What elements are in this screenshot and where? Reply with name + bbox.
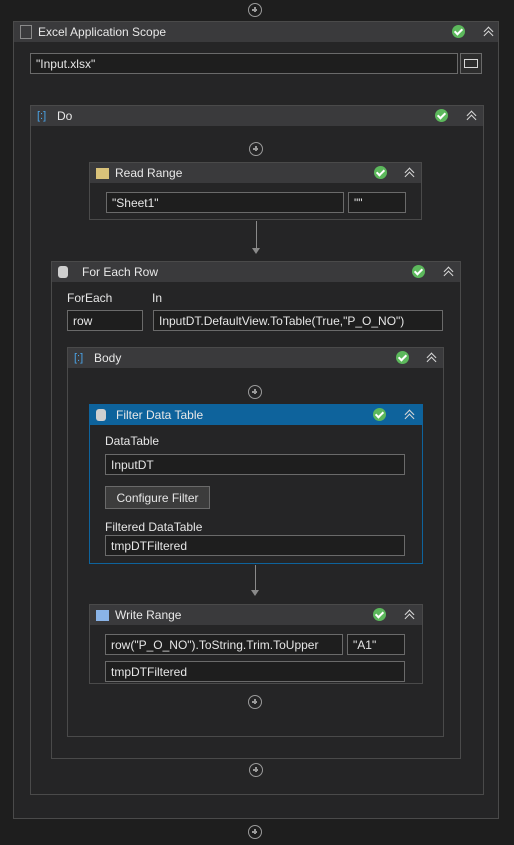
- sequence-icon: [:]: [74, 352, 84, 364]
- do-title: Do: [57, 109, 73, 123]
- validation-ok-icon: [435, 109, 448, 122]
- configure-filter-button[interactable]: Configure Filter: [105, 486, 210, 509]
- sequence-icon: [:]: [37, 110, 47, 122]
- collapse-icon[interactable]: [403, 608, 417, 622]
- browse-folder-button[interactable]: [460, 53, 482, 74]
- foreach-variable-input[interactable]: row: [67, 310, 143, 331]
- connector-line: [255, 565, 256, 590]
- range-input[interactable]: "": [348, 192, 406, 213]
- validation-ok-icon: [374, 166, 387, 179]
- do-sequence[interactable]: [:] Do Read Range "Sheet1" "" For Each R…: [30, 105, 484, 795]
- write-range-title: Write Range: [115, 608, 182, 622]
- filter-data-table-title: Filter Data Table: [116, 408, 204, 422]
- database-icon: [58, 266, 68, 278]
- read-range-activity[interactable]: Read Range "Sheet1" "": [89, 162, 422, 220]
- validation-ok-icon: [373, 408, 386, 421]
- read-range-title: Read Range: [115, 166, 183, 180]
- add-activity-icon[interactable]: [249, 142, 263, 156]
- collapse-icon[interactable]: [425, 351, 439, 365]
- excel-scope-title: Excel Application Scope: [38, 25, 167, 39]
- for-each-row-activity[interactable]: For Each Row ForEach In row InputDT.Defa…: [51, 261, 461, 759]
- body-sequence[interactable]: [:] Body Filter Data Table DataTable I: [67, 347, 444, 737]
- collapse-icon[interactable]: [403, 166, 417, 180]
- collapse-icon[interactable]: [442, 265, 456, 279]
- body-title: Body: [94, 351, 122, 365]
- collapse-icon[interactable]: [482, 25, 496, 39]
- excel-icon: [20, 25, 32, 39]
- datatable-input[interactable]: InputDT: [105, 454, 405, 475]
- write-range-header[interactable]: Write Range: [90, 605, 422, 625]
- foreach-label: ForEach: [67, 291, 113, 305]
- connector-arrow-icon: [251, 590, 259, 596]
- validation-ok-icon: [373, 608, 386, 621]
- add-activity-icon[interactable]: [249, 763, 263, 777]
- for-each-row-title: For Each Row: [82, 265, 159, 279]
- read-range-header[interactable]: Read Range: [90, 163, 421, 183]
- datatable-label: DataTable: [105, 434, 160, 448]
- excel-application-scope[interactable]: Excel Application Scope "Input.xlsx" [:]…: [13, 21, 499, 819]
- workbook-path-input[interactable]: "Input.xlsx": [30, 53, 458, 74]
- do-header[interactable]: [:] Do: [31, 106, 483, 126]
- sheet-name-input[interactable]: "Sheet1": [106, 192, 344, 213]
- filtered-datatable-input[interactable]: tmpDTFiltered: [105, 535, 405, 556]
- filter-data-table-header[interactable]: Filter Data Table: [90, 405, 422, 425]
- for-each-row-header[interactable]: For Each Row: [52, 262, 460, 282]
- collapse-icon[interactable]: [403, 408, 417, 422]
- starting-cell-input[interactable]: "A1": [347, 634, 405, 655]
- connector-line: [256, 221, 257, 248]
- table-icon: [96, 609, 109, 621]
- collapse-icon[interactable]: [465, 109, 479, 123]
- table-icon: [96, 167, 109, 179]
- filter-data-table-activity[interactable]: Filter Data Table DataTable InputDT Conf…: [89, 404, 423, 564]
- validation-ok-icon: [452, 25, 465, 38]
- database-icon: [96, 409, 106, 421]
- excel-scope-header[interactable]: Excel Application Scope: [14, 22, 498, 42]
- add-activity-icon[interactable]: [248, 825, 262, 839]
- write-range-activity[interactable]: Write Range row("P_O_NO").ToString.Trim.…: [89, 604, 423, 684]
- write-datatable-input[interactable]: tmpDTFiltered: [105, 661, 405, 682]
- in-label: In: [152, 291, 163, 305]
- validation-ok-icon: [396, 351, 409, 364]
- sheet-name-input[interactable]: row("P_O_NO").ToString.Trim.ToUpper: [105, 634, 343, 655]
- folder-icon: [464, 59, 478, 68]
- connector-arrow-icon: [252, 248, 260, 254]
- add-activity-icon[interactable]: [248, 385, 262, 399]
- body-header[interactable]: [:] Body: [68, 348, 443, 368]
- filtered-datatable-label: Filtered DataTable: [105, 520, 203, 534]
- add-activity-icon[interactable]: [248, 3, 262, 17]
- add-activity-icon[interactable]: [248, 695, 262, 709]
- validation-ok-icon: [412, 265, 425, 278]
- in-collection-input[interactable]: InputDT.DefaultView.ToTable(True,"P_O_NO…: [153, 310, 443, 331]
